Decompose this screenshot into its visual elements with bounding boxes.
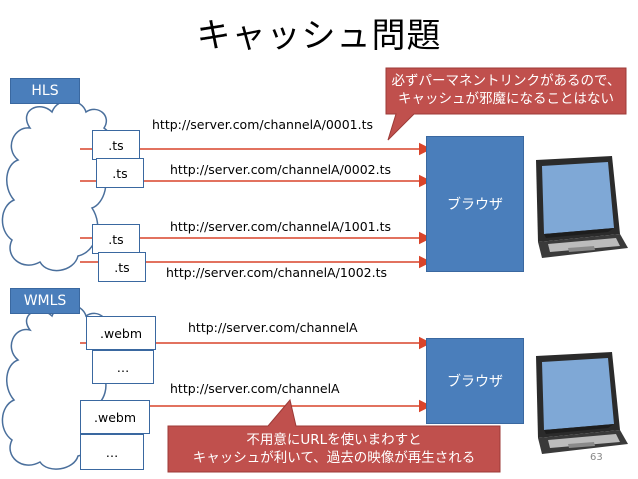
section-tag-hls: HLS [10,78,80,104]
laptop-icon [536,156,628,258]
file-box-ts: .ts [92,130,140,160]
callout-wmls-line2: キャッシュが利いて、過去の映像が再生される [192,450,476,466]
page-title: キャッシュ問題 [196,16,442,56]
section-tag-wmls: WMLS [10,288,80,314]
callout-hls-text: 必ずパーマネントリンクがあるので、 キャッシュが邪魔になることはない [388,72,624,108]
url-label: http://server.com/channelA [170,381,340,396]
url-label: http://server.com/channelA/0001.ts [152,117,374,132]
file-box-webm: .webm [80,400,150,434]
file-box-ts: .ts [98,252,146,282]
url-label: http://server.com/channelA/0002.ts [170,162,392,177]
laptop-icon [536,352,628,454]
callout-hls-line1: 必ずパーマネントリンクがあるので、 [391,73,621,89]
url-label: http://server.com/channelA/1002.ts [166,265,388,280]
callout-wmls-shape [167,398,501,473]
url-label: http://server.com/channelA/1001.ts [170,219,392,234]
callout-hls-shape [385,67,627,141]
browser-box: ブラウザ [426,338,524,424]
file-box-ts: .ts [92,224,140,254]
callout-wmls-text: 不用意にURLを使いまわすと キャッシュが利いて、過去の映像が再生される [170,431,498,467]
url-label: http://server.com/channelA [188,320,358,335]
file-box-ellipsis: … [80,434,144,470]
page-number: 63 [590,452,603,463]
file-box-ts: .ts [96,158,144,188]
file-box-ellipsis: … [92,350,154,384]
browser-box: ブラウザ [426,136,524,272]
callout-wmls-line1: 不用意にURLを使いまわすと [246,432,422,448]
callout-hls-line2: キャッシュが邪魔になることはない [398,91,614,107]
file-box-webm: .webm [86,316,156,350]
